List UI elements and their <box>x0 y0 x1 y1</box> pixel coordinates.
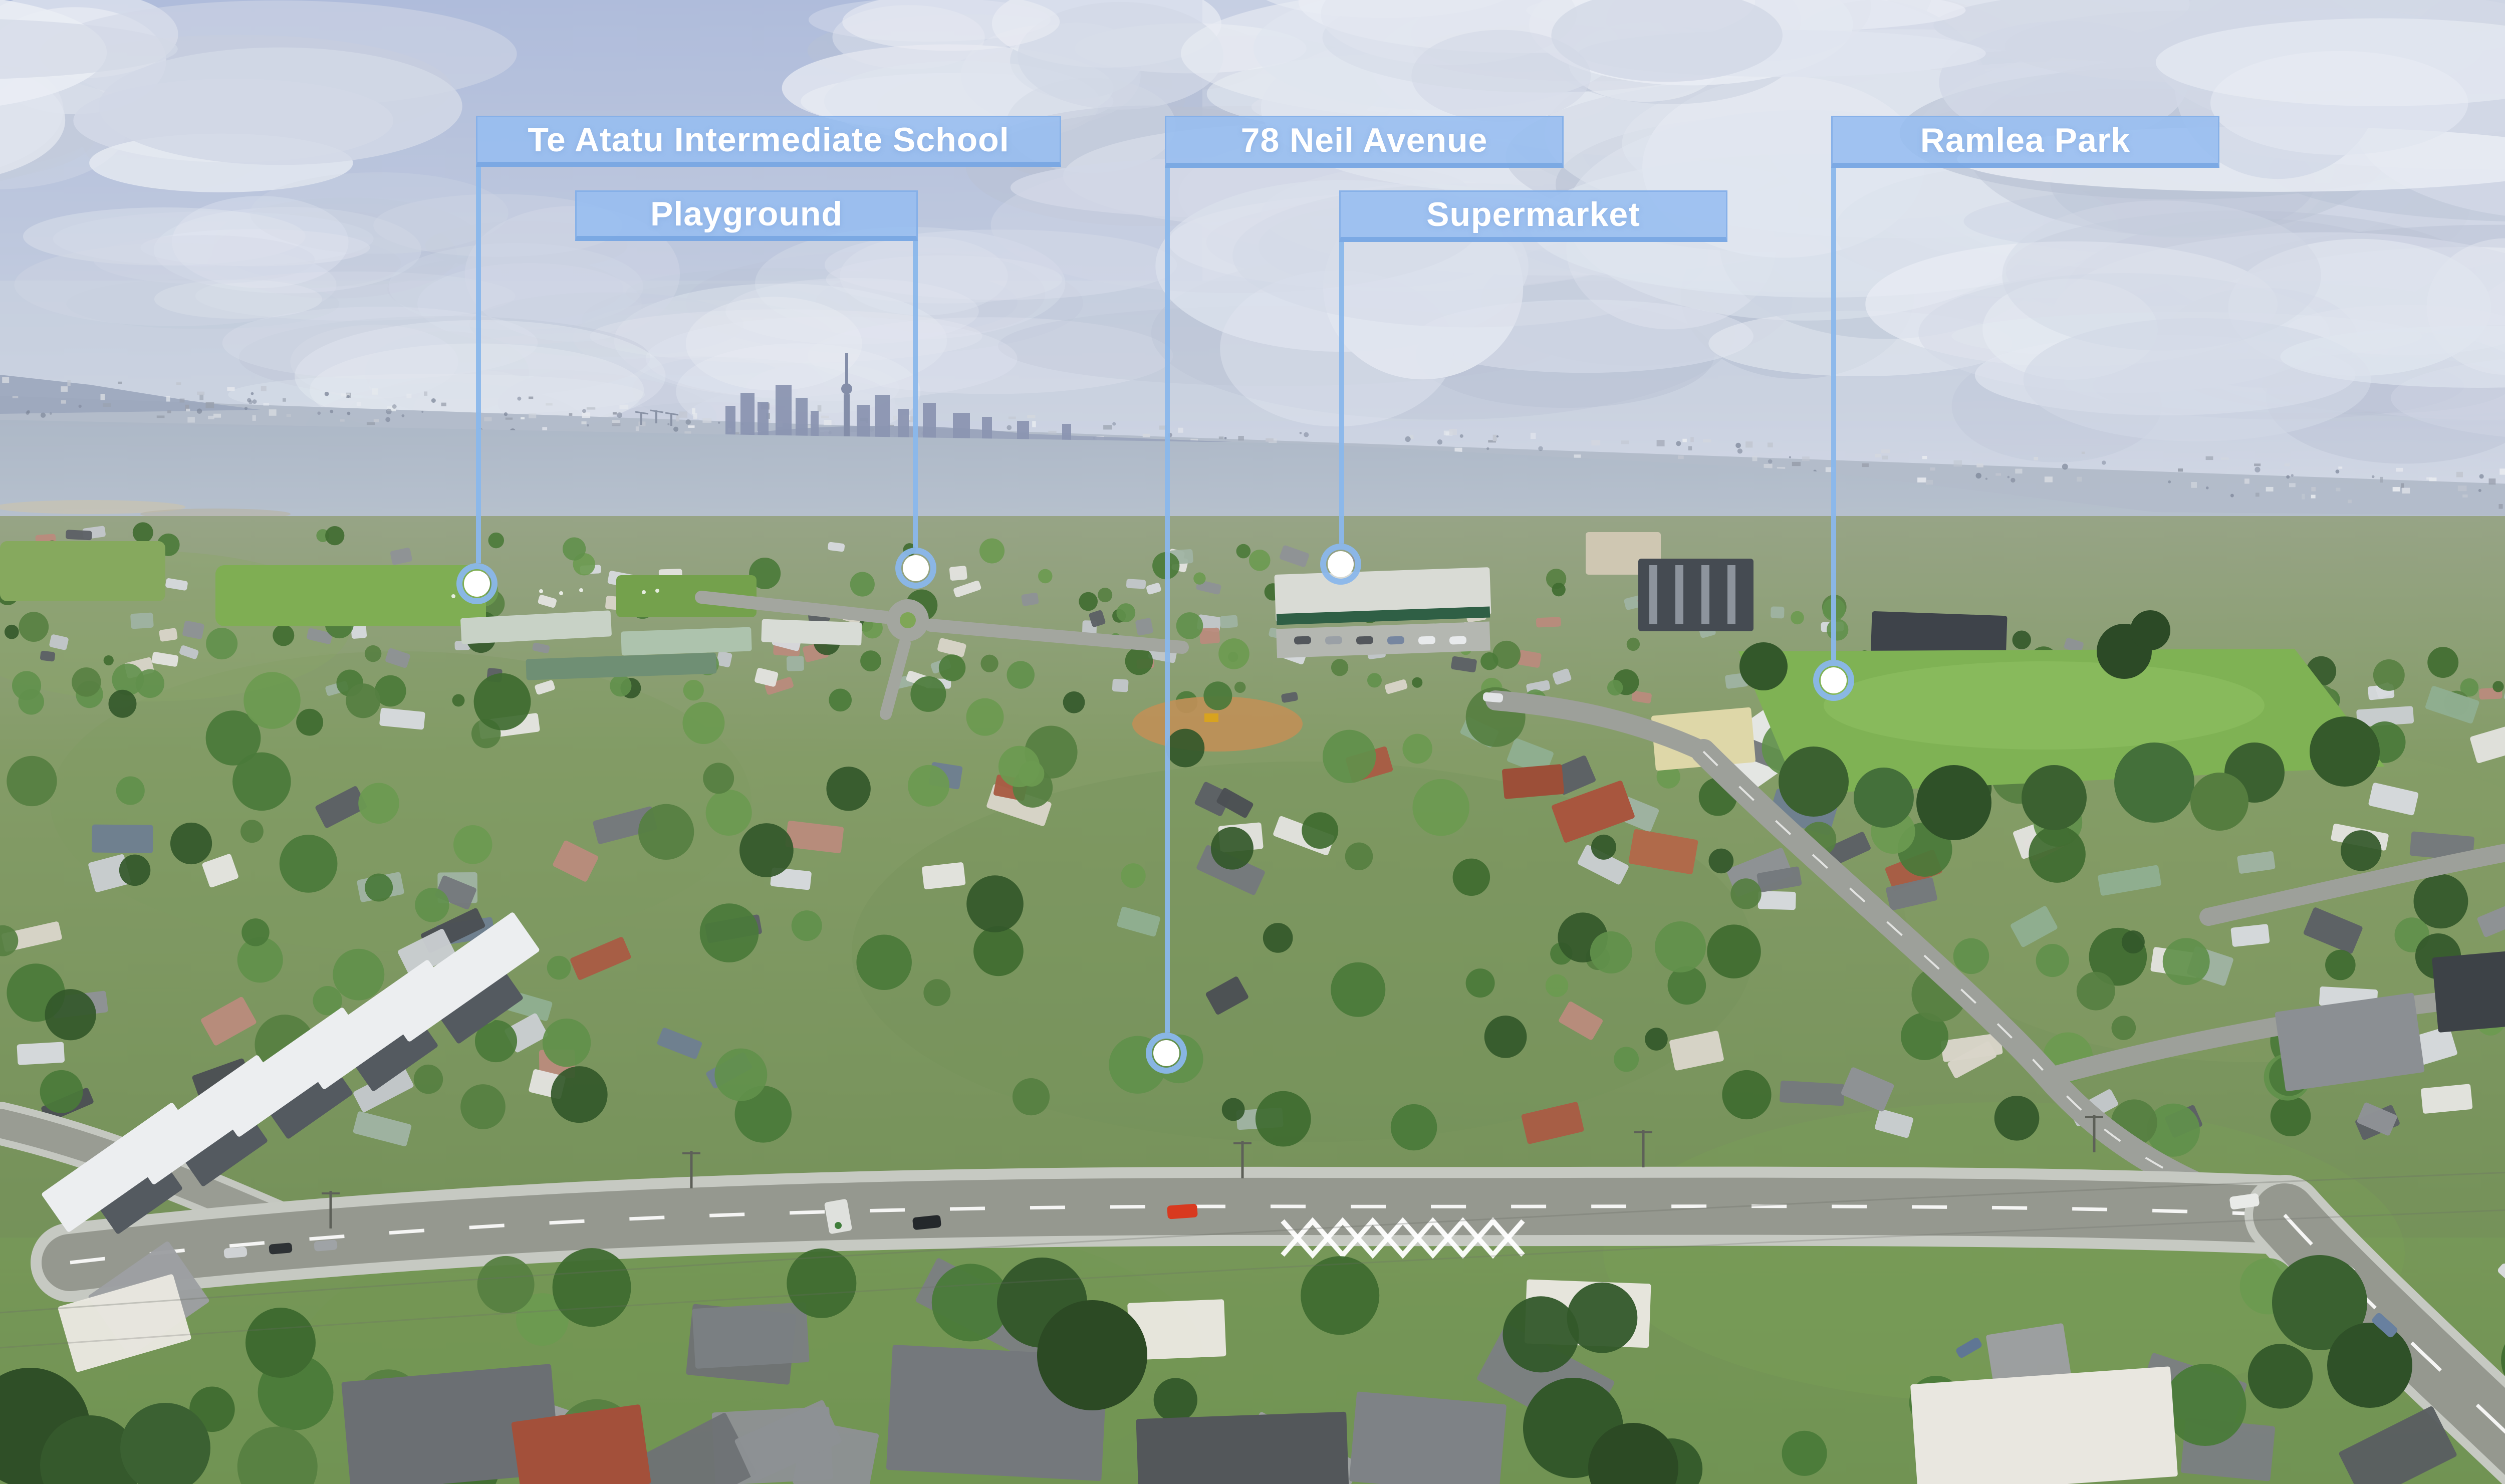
map-marker-78-neil-avenue <box>1151 1038 1181 1068</box>
map-marker-playground <box>901 553 931 583</box>
leader-line-supermarket <box>1339 242 1344 544</box>
callout-label-ramlea-park: Ramlea Park <box>1831 116 2219 168</box>
leader-line-ramlea-park <box>1831 168 1836 660</box>
vehicles <box>223 692 2505 1358</box>
school-and-shops <box>0 532 2008 792</box>
map-marker-supermarket <box>1326 549 1356 579</box>
map-marker-school <box>462 569 492 599</box>
callout-label-78-neil-avenue: 78 Neil Avenue <box>1165 116 1564 168</box>
leader-line-school <box>476 167 481 563</box>
callout-label-supermarket: Supermarket <box>1339 190 1727 242</box>
roads <box>0 591 2505 1484</box>
map-marker-ramlea-park <box>1819 665 1849 695</box>
callout-label-playground: Playground <box>575 190 918 241</box>
leader-line-78-neil-avenue <box>1165 168 1170 1033</box>
foreground-houses <box>0 912 2505 1484</box>
leader-line-playground <box>913 241 918 548</box>
callout-label-school: Te Atatu Intermediate School <box>476 116 1061 167</box>
